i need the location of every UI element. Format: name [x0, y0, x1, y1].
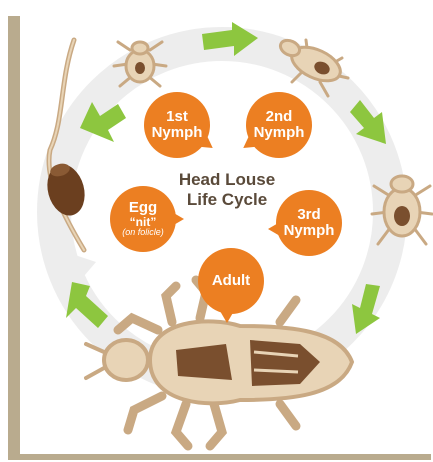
adult-label: Adult — [212, 273, 250, 289]
egg-label-line1: Egg — [129, 200, 157, 216]
title-line-1: Head Louse — [172, 170, 282, 190]
stage-egg-bubble: Egg “nit” (on folicle) — [110, 186, 176, 252]
stage-nymph-2-bubble: 2nd Nymph — [246, 92, 312, 158]
nymph-3-label-line1: 3rd — [297, 207, 320, 223]
title-line-2: Life Cycle — [172, 190, 282, 210]
diagram-title: Head Louse Life Cycle — [172, 170, 282, 209]
stage-nymph-1-bubble: 1st Nymph — [144, 92, 210, 158]
stage-adult-bubble: Adult — [198, 248, 264, 314]
nymph-1-label-line1: 1st — [166, 109, 188, 125]
nymph-2-label-line1: 2nd — [266, 109, 293, 125]
nymph-3-label-line2: Nymph — [284, 223, 335, 239]
nymph-2-label-line2: Nymph — [254, 125, 305, 141]
egg-label-line3: (on folicle) — [122, 228, 164, 237]
stage-nymph-3-bubble: 3rd Nymph — [276, 190, 342, 256]
nymph-1-label-line2: Nymph — [152, 125, 203, 141]
